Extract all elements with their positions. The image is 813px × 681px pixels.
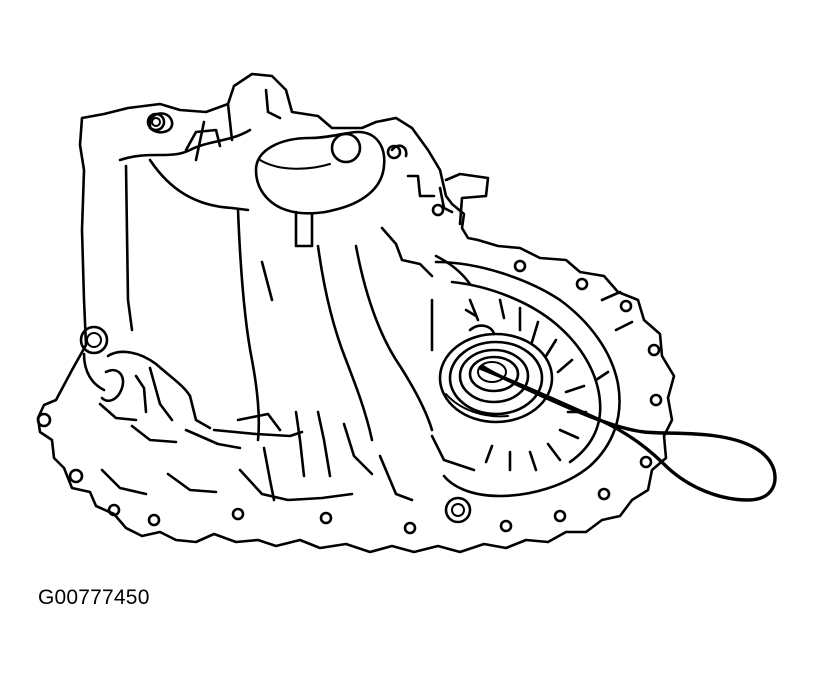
flange-ring (434, 260, 634, 498)
center-ribs (236, 208, 480, 442)
filler-boss (254, 130, 386, 248)
oil-seal (438, 332, 554, 424)
figure-code: G00777450 (38, 586, 150, 609)
seal-puller-tool (478, 364, 777, 502)
housing-outline (36, 72, 676, 554)
lower-ribs (100, 410, 476, 502)
bolt-holes (36, 117, 663, 535)
upper-ribs (118, 88, 436, 332)
mount-bracket (438, 172, 490, 226)
left-boss (79, 325, 242, 450)
